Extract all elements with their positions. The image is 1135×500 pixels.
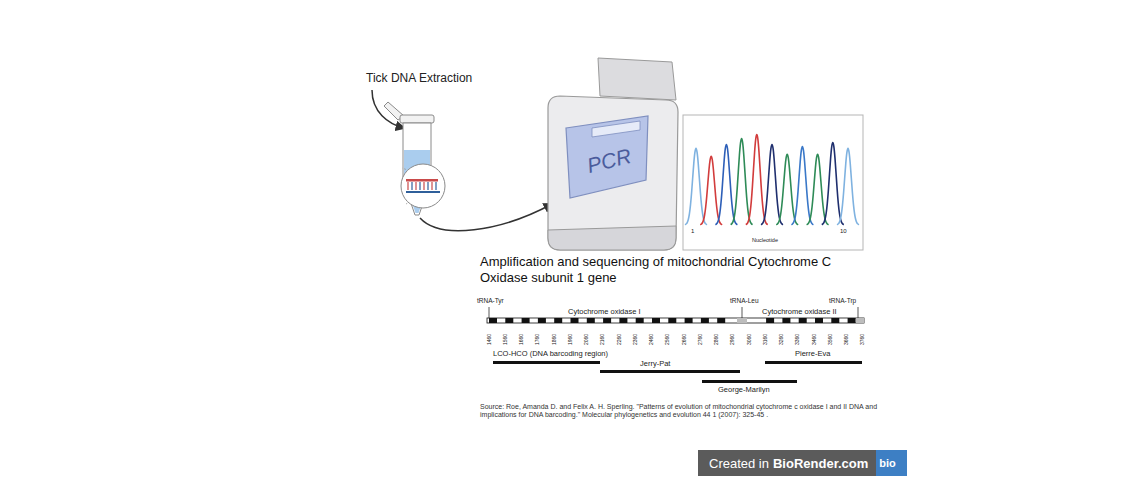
process-arrow [372, 90, 404, 128]
scale-number: 1860 [552, 334, 557, 345]
scale-number: 3060 [747, 334, 752, 345]
amplicon-label: George-Marilyn [718, 385, 770, 394]
chromatogram-peaks [685, 135, 859, 225]
scale-number: 1960 [568, 334, 573, 345]
scale-number: 3760 [860, 334, 865, 345]
amplicon-bars [493, 361, 862, 383]
gene-label: Cytochrome oxidase II [762, 307, 837, 316]
dna-magnifier [401, 164, 445, 208]
scale-number: 1560 [503, 334, 508, 345]
screen-text: PCR [585, 144, 634, 178]
scale-number: 2960 [730, 334, 735, 345]
logo-text: bio [879, 457, 896, 469]
scale-number: 2360 [633, 334, 638, 345]
chromatogram-peak [715, 144, 737, 224]
axis-label: 1 [691, 228, 694, 235]
axis-label: 10 [840, 228, 847, 235]
pcr-machine [548, 58, 678, 250]
scale-number: 2660 [682, 334, 687, 345]
scale-number: 3660 [844, 334, 849, 345]
logo-box: bio [876, 450, 907, 476]
scale-number: 2560 [665, 334, 670, 345]
chromatogram-peak [685, 148, 707, 224]
credit-text: Created in [709, 456, 769, 471]
chromatogram-peak [776, 154, 798, 224]
credit-text: BioRender.com [773, 456, 868, 471]
amplicon-label: Pierre-Eva [795, 349, 830, 358]
scale-number: 2260 [617, 334, 622, 345]
scale-number: 3560 [828, 334, 833, 345]
scale-number: 2760 [698, 334, 703, 345]
amplicon-label: LCO-HCO (DNA barcoding region) [493, 349, 608, 358]
gene-label: tRNA-Leu [730, 297, 759, 305]
gene-label: tRNA-Trp [829, 297, 856, 305]
chromatogram-peak [791, 146, 813, 224]
chromatogram-peak [822, 143, 844, 225]
amplicon-label: Jerry-Pat [640, 359, 670, 368]
scale-number: 3460 [812, 334, 817, 345]
chromatogram-peak [731, 139, 753, 225]
gene-label: Cytochrome oxidase I [568, 307, 641, 316]
pcr-screen: PCR [574, 132, 644, 190]
scale-number: 2860 [714, 334, 719, 345]
scale-number: 1460 [487, 334, 492, 345]
credit-badge: Created in BioRender.com bio [698, 450, 907, 476]
axis-label: Nucleotide [752, 237, 778, 244]
process-arrow [420, 204, 552, 231]
source-note: Source: Roe, Amanda D. and Felix A. H. S… [480, 403, 905, 420]
chromatogram-frame [683, 115, 863, 250]
scale-number: 1760 [535, 334, 540, 345]
gene-map [487, 307, 864, 323]
chromatogram-peak [837, 148, 859, 224]
scale-number: 1660 [519, 334, 524, 345]
scale-number: 3160 [763, 334, 768, 345]
scale-number: 2460 [649, 334, 654, 345]
scale-number: 3360 [795, 334, 800, 345]
chromatogram-peak [761, 144, 783, 224]
scale-number: 3260 [779, 334, 784, 345]
chromatogram-peak [746, 135, 768, 225]
section-heading: Amplification and sequencing of mitochon… [480, 254, 872, 285]
scale-number: 2160 [600, 334, 605, 345]
gene-label: tRNA-Tyr [477, 297, 504, 305]
step-label: Tick DNA Extraction [366, 71, 472, 85]
scale-number: 2060 [584, 334, 589, 345]
